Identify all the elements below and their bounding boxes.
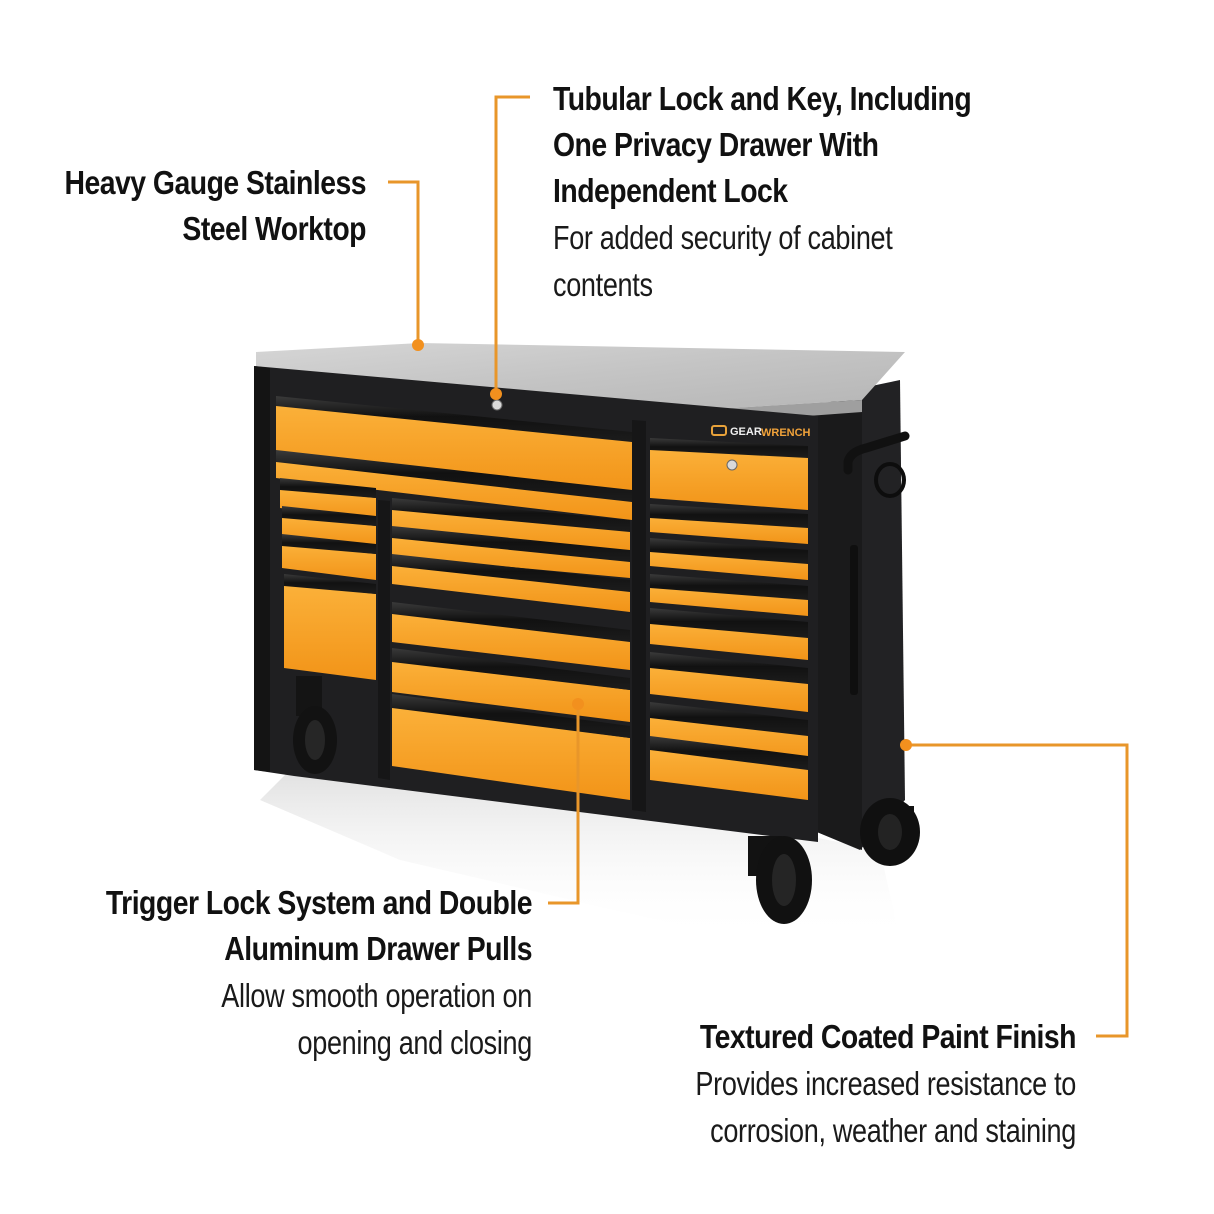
callout-trigger-title-line1: Trigger Lock System and Double — [105, 884, 533, 921]
floor-shadow — [260, 760, 900, 940]
callout-lock-desc-line2: contents — [553, 266, 653, 303]
callout-paint-desc-line1: Provides increased resistance to — [695, 1065, 1076, 1102]
caster-wheels — [293, 676, 920, 924]
svg-text:GEAR: GEAR — [730, 426, 762, 438]
cart-side-panel — [812, 380, 905, 850]
callout-trigger-desc-line2: opening and closing — [297, 1024, 533, 1061]
callout-worktop: Heavy Gauge Stainless Steel Worktop — [0, 160, 367, 252]
callout-trigger-title-line2: Aluminum Drawer Pulls — [224, 930, 532, 967]
callout-lock-title-line2: One Privacy Drawer With — [553, 126, 879, 163]
gearwrench-logo: GEAR WRENCH — [711, 425, 811, 439]
callout-lock-desc-line1: For added security of cabinet — [553, 219, 893, 256]
callout-lines — [388, 95, 1129, 1038]
callout-lock-title-line1: Tubular Lock and Key, Including — [553, 80, 972, 117]
drawers — [276, 396, 808, 800]
callout-paint-finish: Textured Coated Paint Finish Provides in… — [516, 1014, 1076, 1154]
callout-tubular-lock: Tubular Lock and Key, Including One Priv… — [553, 76, 1113, 308]
tubular-lock-icon — [491, 399, 738, 471]
svg-text:WRENCH: WRENCH — [761, 427, 811, 439]
callout-trigger-desc-line1: Allow smooth operation on — [221, 977, 533, 1014]
callout-dots — [412, 339, 912, 751]
callout-lock-title-line3: Independent Lock — [553, 172, 788, 209]
callout-worktop-title-line1: Heavy Gauge Stainless — [64, 164, 367, 201]
callout-paint-title-line1: Textured Coated Paint Finish — [699, 1018, 1077, 1055]
callout-worktop-title-line2: Steel Worktop — [182, 210, 366, 247]
frame-dividers — [378, 420, 646, 812]
side-handle-icon — [843, 431, 910, 695]
callout-paint-desc-line2: corrosion, weather and staining — [710, 1112, 1076, 1149]
callout-trigger-lock: Trigger Lock System and Double Aluminum … — [0, 880, 533, 1066]
